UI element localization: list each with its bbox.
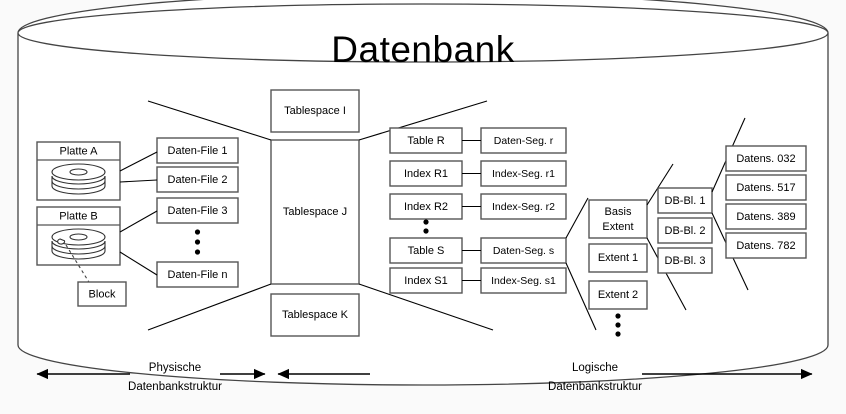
datafile-label: Daten-File 3: [168, 205, 228, 217]
dbblock-label: DB-Bl. 2: [665, 225, 706, 237]
extent-box[interactable]: Extent 1: [588, 243, 648, 273]
tablespace-to-object-lines: [358, 100, 494, 331]
object-label: Index S1: [404, 275, 447, 287]
segment-box[interactable]: Daten-Seg. r: [480, 127, 567, 154]
segment-label: Index-Seg. s1: [491, 275, 556, 287]
disk-label-a: Platte A: [60, 145, 99, 157]
disk-stack-icon: [51, 228, 106, 260]
page-title: Datenbank: [331, 29, 514, 70]
block-leader-line: [65, 244, 93, 288]
axis-logical-line2: Datenbankstruktur: [548, 381, 642, 393]
record-box[interactable]: Datens. 782: [725, 232, 807, 259]
block-label: Block: [89, 288, 116, 300]
tablespace-label: Tablespace K: [282, 309, 349, 321]
object-label: Index R1: [404, 168, 448, 180]
datafile-ellipsis: [194, 229, 201, 255]
record-label: Datens. 032: [736, 153, 795, 165]
tablespace-box-i[interactable]: Tablespace I: [270, 89, 360, 133]
record-box[interactable]: Datens. 517: [725, 174, 807, 201]
datafile-box[interactable]: Daten-File n: [156, 261, 239, 288]
datafile-box[interactable]: Daten-File 2: [156, 166, 239, 193]
extent-label-line2: Extent: [602, 221, 633, 233]
axis-physical-line1: Physische: [149, 362, 201, 374]
segment-label: Index-Seg. r2: [492, 201, 555, 213]
extent-label: Extent 2: [598, 289, 638, 301]
segment-to-extent-lines: [565, 197, 597, 331]
axis-physical-line2: Datenbankstruktur: [128, 381, 222, 393]
disk-to-datafile-lines: [119, 151, 158, 276]
datafile-label: Daten-File 1: [168, 145, 228, 157]
segment-box[interactable]: Index-Seg. r1: [480, 160, 567, 187]
segment-box[interactable]: Index-Seg. r2: [480, 193, 567, 220]
axis-logical: Logische Datenbankstruktur: [277, 362, 813, 393]
axis-physical: Physische Datenbankstruktur: [36, 362, 266, 393]
tablespace-label: Tablespace I: [284, 105, 346, 117]
datafile-label: Daten-File n: [168, 269, 228, 281]
tablespace-box-k[interactable]: Tablespace K: [270, 293, 360, 337]
object-box[interactable]: Index R1: [389, 160, 463, 187]
dbblock-box[interactable]: DB-Bl. 2: [657, 217, 713, 244]
object-label: Table S: [408, 245, 445, 257]
object-box[interactable]: Table S: [389, 237, 463, 264]
extent-to-dbblock-lines: [646, 163, 687, 311]
disk-platte-b[interactable]: Platte B: [36, 206, 121, 266]
tablespace-label: Tablespace J: [283, 206, 347, 218]
extent-box[interactable]: Extent 2: [588, 280, 648, 310]
record-box[interactable]: Datens. 032: [725, 145, 807, 172]
disk-stack-icon: [51, 163, 106, 195]
datafile-to-tablespace-lines: [147, 100, 272, 331]
object-box[interactable]: Index S1: [389, 267, 463, 294]
record-label: Datens. 389: [736, 211, 795, 223]
segment-box[interactable]: Index-Seg. s1: [480, 267, 567, 294]
dbblock-box[interactable]: DB-Bl. 3: [657, 247, 713, 274]
segment-box[interactable]: Daten-Seg. s: [480, 237, 567, 264]
segment-label: Daten-Seg. r: [494, 135, 554, 147]
object-label: Table R: [407, 135, 444, 147]
extent-label-line1: Basis: [605, 206, 632, 218]
disk-label-b: Platte B: [59, 210, 98, 222]
datafile-label: Daten-File 2: [168, 174, 228, 186]
record-label: Datens. 782: [736, 240, 795, 252]
object-box[interactable]: Table R: [389, 127, 463, 154]
dbblock-label: DB-Bl. 1: [665, 195, 706, 207]
segment-label: Daten-Seg. s: [493, 245, 554, 257]
extent-label: Extent 1: [598, 252, 638, 264]
dbblock-box[interactable]: DB-Bl. 1: [657, 187, 713, 214]
datafile-box[interactable]: Daten-File 1: [156, 137, 239, 164]
dbblock-label: DB-Bl. 3: [665, 255, 706, 267]
object-label: Index R2: [404, 201, 448, 213]
disk-platte-a[interactable]: Platte A: [36, 141, 121, 201]
extent-ellipsis: [615, 313, 621, 337]
block-box[interactable]: Block: [77, 281, 127, 307]
segment-label: Index-Seg. r1: [492, 168, 555, 180]
tablespace-box-j[interactable]: Tablespace J: [270, 139, 360, 285]
object-box[interactable]: Index R2: [389, 193, 463, 220]
datafile-box[interactable]: Daten-File 3: [156, 197, 239, 224]
extent-box-basis[interactable]: Basis Extent: [588, 199, 648, 239]
record-label: Datens. 517: [736, 182, 795, 194]
axis-logical-line1: Logische: [572, 362, 618, 374]
record-box[interactable]: Datens. 389: [725, 203, 807, 230]
